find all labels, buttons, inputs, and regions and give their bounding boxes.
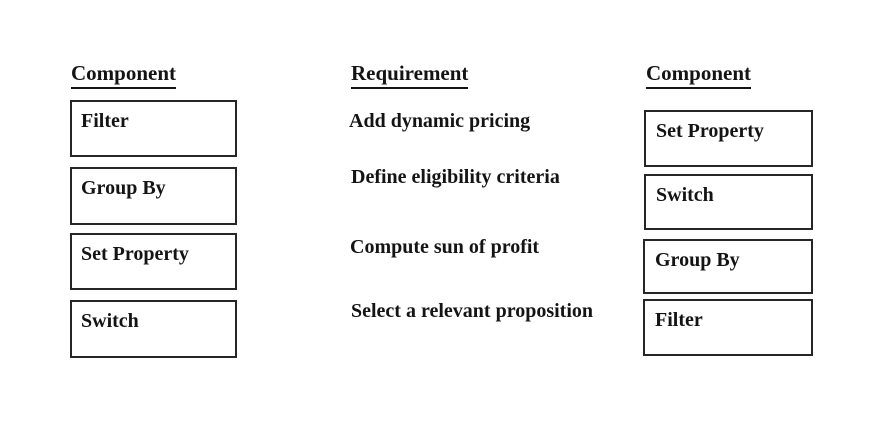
right-component-box-switch[interactable]: Switch	[644, 174, 813, 230]
right-column-header: Component	[646, 61, 752, 90]
component-label: Group By	[655, 249, 740, 271]
component-label: Set Property	[81, 243, 189, 265]
requirement-item-compute-sun-of-profit: Compute sun of profit	[350, 236, 540, 258]
component-label: Switch	[656, 184, 714, 206]
left-component-box-set-property[interactable]: Set Property	[70, 233, 237, 290]
right-component-box-set-property[interactable]: Set Property	[644, 110, 813, 167]
right-component-box-filter[interactable]: Filter	[643, 299, 813, 356]
requirement-item-define-eligibility-criteria: Define eligibility criteria	[351, 166, 560, 188]
right-component-box-group-by[interactable]: Group By	[643, 239, 813, 294]
left-component-box-switch[interactable]: Switch	[70, 300, 237, 358]
left-component-box-filter[interactable]: Filter	[70, 100, 237, 157]
component-label: Set Property	[656, 120, 764, 142]
requirement-column-header: Requirement	[351, 61, 469, 90]
component-label: Group By	[81, 177, 166, 199]
requirement-item-select-relevant-proposition: Select a relevant proposition	[351, 300, 594, 322]
component-label: Filter	[81, 110, 129, 132]
left-column-header: Component	[71, 61, 177, 90]
requirement-item-add-dynamic-pricing: Add dynamic pricing	[349, 110, 531, 132]
component-label: Switch	[81, 310, 139, 332]
left-component-box-group-by[interactable]: Group By	[70, 167, 237, 225]
component-label: Filter	[655, 309, 703, 331]
